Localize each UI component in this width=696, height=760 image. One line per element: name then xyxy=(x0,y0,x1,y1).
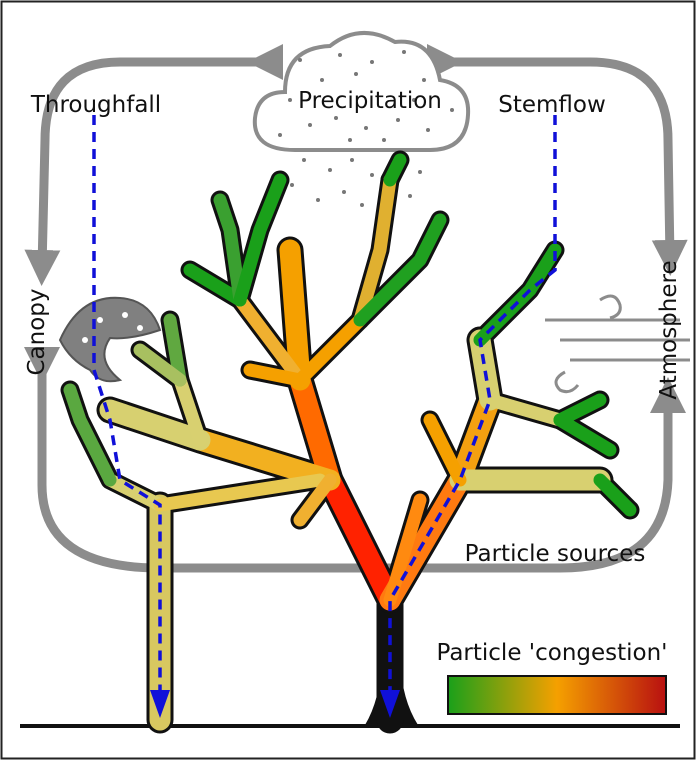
atmosphere-label: Atmosphere xyxy=(656,260,682,399)
congestion-legend: Particle 'congestion' xyxy=(436,640,667,714)
canopy-particle-blob xyxy=(60,298,160,381)
canopy-label: Canopy xyxy=(24,288,50,375)
stemflow-label: Stemflow xyxy=(498,92,606,118)
legend-title: Particle 'congestion' xyxy=(436,640,667,666)
particle-sources-label: Particle sources xyxy=(465,541,646,567)
throughfall-label: Throughfall xyxy=(30,92,161,118)
precipitation-label: Precipitation xyxy=(298,88,442,114)
legend-gradient-bar xyxy=(448,676,666,714)
